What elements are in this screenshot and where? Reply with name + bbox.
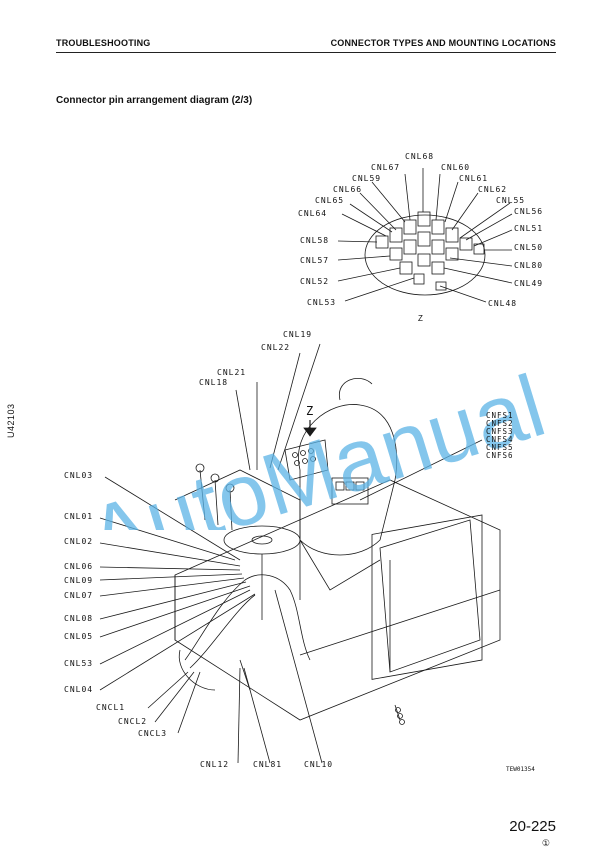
label-cnl01: CNL01 (64, 512, 94, 521)
label-cnl21: CNL21 (217, 368, 247, 377)
label-cnfs5: CNFS5 (486, 443, 514, 452)
label-cnl66: CNL66 (333, 185, 363, 194)
label-cnl58: CNL58 (300, 236, 330, 245)
label-cnl04: CNL04 (64, 685, 94, 694)
watermark: AutoManual (77, 356, 555, 530)
label-cnl19: CNL19 (283, 330, 313, 339)
label-cnl49: CNL49 (514, 279, 544, 288)
label-cncl2: CNCL2 (118, 717, 148, 726)
label-cnl59: CNL59 (352, 174, 382, 183)
header-left: TROUBLESHOOTING (56, 38, 151, 48)
label-cnl60: CNL60 (441, 163, 471, 172)
cab-body (174, 469, 501, 721)
label-cncl1: CNCL1 (96, 703, 126, 712)
arrow-z-label: Z (306, 404, 314, 418)
levers (195, 463, 235, 531)
main-leader-lines (99, 343, 483, 764)
label-cnl68: CNL68 (405, 152, 435, 161)
view-z-caption: Z (418, 314, 423, 323)
label-cncl3: CNCL3 (138, 729, 168, 738)
label-cnl67: CNL67 (371, 163, 401, 172)
label-cnl10: CNL10 (304, 760, 334, 769)
label-cnl65: CNL65 (315, 196, 345, 205)
label-cnl53-z: CNL53 (307, 298, 337, 307)
label-cnfs2: CNFS2 (486, 419, 514, 428)
label-cnl48: CNL48 (488, 299, 518, 308)
steering-wheel (223, 525, 301, 620)
label-cnl50: CNL50 (514, 243, 544, 252)
z-leader-lines (337, 168, 513, 303)
label-cnl12: CNL12 (200, 760, 230, 769)
harness (178, 574, 405, 725)
label-cnl53: CNL53 (64, 659, 94, 668)
top-connector-block (284, 439, 329, 481)
label-cnfs1: CNFS1 (486, 411, 514, 420)
label-cnl18: CNL18 (199, 378, 229, 387)
label-cnl08: CNL08 (64, 614, 94, 623)
label-cnl64: CNL64 (298, 209, 328, 218)
label-cnl22: CNL22 (261, 343, 291, 352)
label-cnl51: CNL51 (514, 224, 544, 233)
label-cnl03: CNL03 (64, 471, 94, 480)
header-rule (56, 52, 556, 53)
label-cnfs6: CNFS6 (486, 451, 514, 460)
label-cnl57: CNL57 (300, 256, 330, 265)
figure-code: TEW01354 (506, 766, 535, 773)
label-cnl80: CNL80 (514, 261, 544, 270)
z-outline (364, 214, 486, 296)
label-cnl56: CNL56 (514, 207, 544, 216)
label-cnl02: CNL02 (64, 537, 94, 546)
page-number: 20-225 (509, 818, 556, 835)
revision-mark: ① (541, 838, 550, 848)
label-cnl61: CNL61 (459, 174, 489, 183)
label-cnfs3: CNFS3 (486, 427, 514, 436)
header-right: CONNECTOR TYPES AND MOUNTING LOCATIONS (330, 38, 556, 48)
label-cnl81: CNL81 (253, 760, 283, 769)
z-connector-blocks (375, 211, 485, 291)
label-cnl06: CNL06 (64, 562, 94, 571)
label-cnl55: CNL55 (496, 196, 526, 205)
label-cnl07: CNL07 (64, 591, 94, 600)
section-title: Connector pin arrangement diagram (2/3) (56, 95, 253, 106)
fs-connector-block (331, 477, 369, 505)
label-cnl62: CNL62 (478, 185, 508, 194)
label-cnl52: CNL52 (300, 277, 330, 286)
watermark-text: AutoManual (77, 356, 555, 530)
label-cnl09: CNL09 (64, 576, 94, 585)
label-cnfs4: CNFS4 (486, 435, 514, 444)
seat (298, 378, 398, 591)
label-cnl05: CNL05 (64, 632, 94, 641)
